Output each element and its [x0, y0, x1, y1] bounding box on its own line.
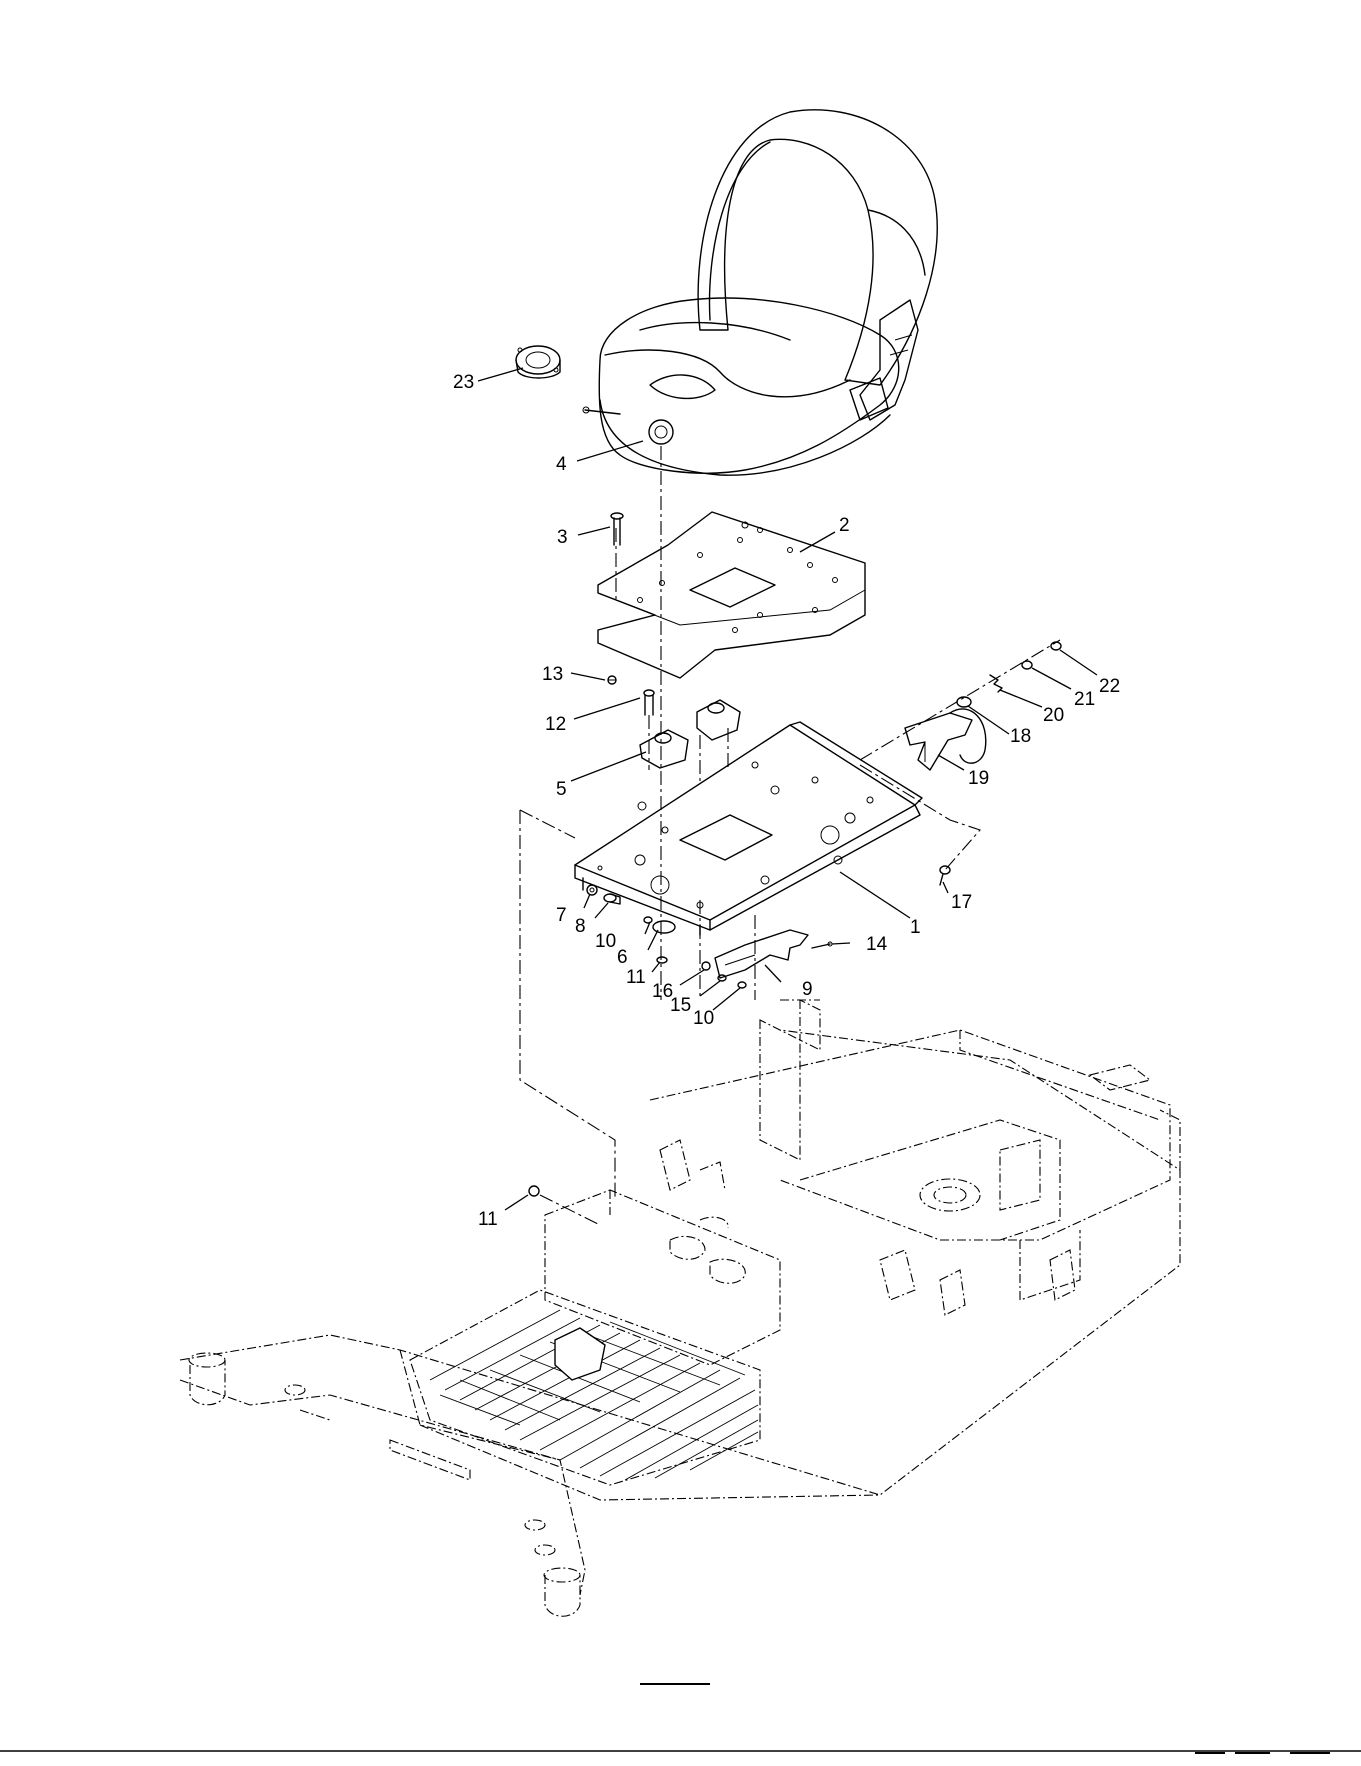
part-12-bolt: [644, 690, 654, 770]
part-22-bolt: [1051, 642, 1061, 650]
part-2-seat-plate: [598, 512, 865, 678]
part-16-nut: [702, 962, 710, 970]
part-5-mount: [640, 700, 740, 785]
part-10-washer-b: [738, 982, 746, 988]
footplate-hatch: [430, 1310, 758, 1480]
part-20-spring: [990, 675, 1002, 692]
callout-15: 15: [670, 995, 691, 1016]
callout-2: 2: [839, 515, 850, 536]
callout-17: 17: [951, 892, 972, 913]
callout-11-upper: 11: [626, 967, 646, 988]
part-11-nut-b: [529, 1186, 600, 1225]
part-9-latch: [700, 900, 808, 1000]
callout-6: 6: [617, 947, 628, 968]
callout-22: 22: [1099, 676, 1120, 697]
callout-1: 1: [910, 917, 921, 938]
callout-21: 21: [1074, 689, 1095, 710]
part-3-bolt: [611, 513, 623, 545]
callout-4: 4: [556, 454, 567, 475]
callout-10-lower: 10: [693, 1008, 714, 1029]
callout-5: 5: [556, 779, 567, 800]
part-8-spacer: [604, 894, 620, 904]
mower-frame: [180, 1000, 1180, 1616]
callout-3: 3: [557, 527, 568, 548]
part-7-nut: [587, 885, 597, 895]
part-18-knob: [957, 697, 971, 707]
callout-11-lower: 11: [478, 1209, 498, 1230]
callout-18: 18: [1010, 726, 1031, 747]
part-17-bolt: [940, 866, 950, 885]
callout-12: 12: [545, 714, 566, 735]
part-19-lever: [905, 709, 986, 770]
callout-14: 14: [866, 934, 888, 955]
part-13-nut: [608, 676, 616, 684]
callout-9: 9: [802, 979, 813, 1000]
leader-lines: [478, 368, 1097, 1210]
callout-7: 7: [556, 905, 567, 926]
seat-assembly: [583, 110, 937, 475]
part-23-switch: [516, 346, 560, 378]
centerline-frame-top: [520, 810, 575, 838]
callout-13: 13: [542, 664, 563, 685]
callout-8: 8: [575, 916, 586, 937]
part-10-washer: [644, 917, 652, 923]
callout-20: 20: [1043, 705, 1064, 726]
part-21-washer: [1022, 661, 1032, 669]
centerline-frame-left: [520, 810, 615, 1200]
part-6-washer: [653, 921, 675, 933]
part-11-nut: [657, 957, 667, 963]
part-14-bolt: [812, 942, 832, 948]
callout-19: 19: [968, 768, 989, 789]
callout-10-upper: 10: [595, 931, 616, 952]
callout-23: 23: [453, 372, 474, 393]
